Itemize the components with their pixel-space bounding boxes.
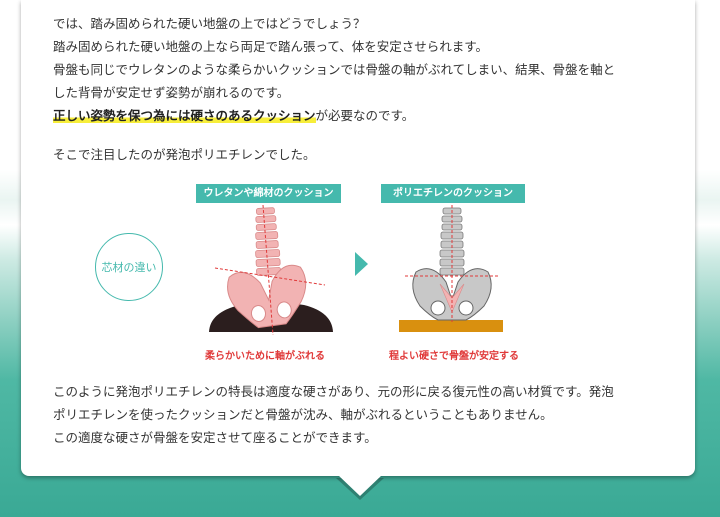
firm-cushion-illustration: [399, 205, 503, 332]
paragraph-line: そこで注目したのが発泡ポリエチレンでした。: [53, 147, 316, 162]
paragraph-line: ポリエチレンを使ったクッションだと骨盤が沈み、軸がぶれるということもありません。: [53, 407, 553, 422]
arrow-right-icon: [355, 252, 368, 276]
paragraph-line: では、踏み固められた硬い地盤の上ではどうでしょう？: [53, 16, 366, 31]
firm-cushion-tag: ポリエチレンのクッション: [381, 184, 525, 203]
paragraph-line: 骨盤も同じでウレタンのような柔らかいクッションでは骨盤の軸がぶれてしまい、結果、…: [53, 62, 616, 77]
highlighted-text: 正しい姿勢を保つ為には硬さのあるクッション: [53, 108, 316, 123]
soft-cushion-caption: 柔らかいために軸がぶれる: [205, 351, 325, 362]
paragraph-line: 踏み固められた硬い地盤の上なら両足で踏ん張って、体を安定させられます。: [53, 39, 489, 54]
firm-cushion-caption: 程よい硬さで骨盤が安定する: [389, 351, 519, 362]
soft-cushion-tag: ウレタンや綿材のクッション: [196, 184, 341, 203]
paragraph-line: このように発泡ポリエチレンの特長は適度な硬さがあり、元の形に戻る復元性の高い材質…: [53, 384, 614, 399]
paragraph-line: この適度な硬さが骨盤を安定させて座ることができます。: [53, 430, 377, 445]
paragraph-text: が必要なのです。: [315, 108, 415, 123]
paragraph-line: した背骨が安定せず姿勢が崩れるのです。: [53, 85, 290, 100]
soft-cushion-illustration: [209, 204, 333, 336]
core-material-circle: 芯材の違い: [95, 233, 163, 301]
highlight-paragraph: 正しい姿勢を保つ為には硬さのあるクッションが必要なのです。: [53, 104, 673, 127]
card-pointer: [338, 475, 382, 496]
